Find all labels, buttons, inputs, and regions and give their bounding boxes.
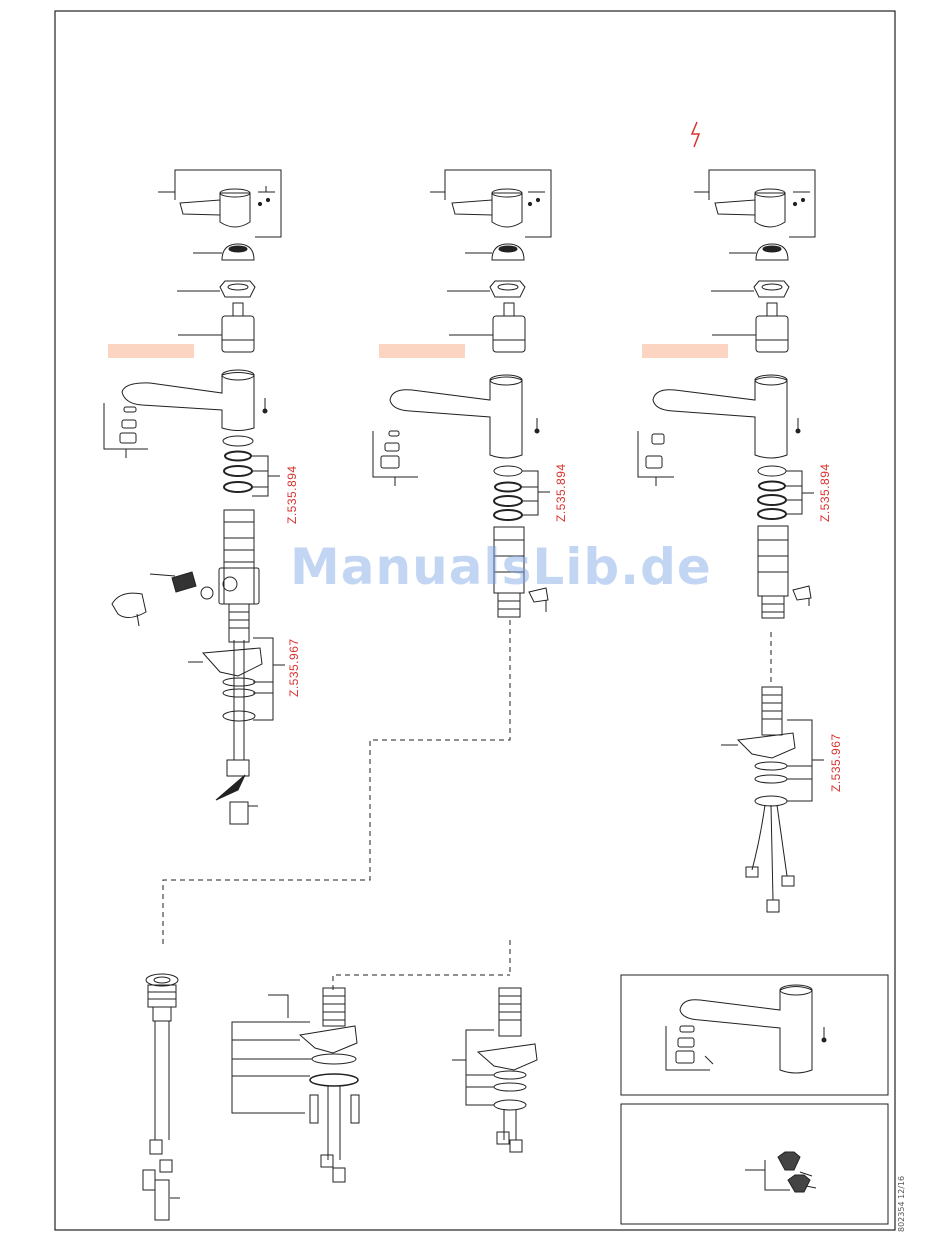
mount-kit-number-left: Z.535.967: [287, 638, 301, 697]
seal-kit-number-middle: Z.535.894: [554, 463, 568, 522]
highlight-bar: [379, 344, 465, 358]
body-stem: [224, 510, 254, 604]
seal-kit-number-left: Z.535.894: [285, 465, 299, 524]
cartridge-nut: [220, 281, 255, 297]
document-number: 802354 12/16: [897, 1176, 906, 1232]
cartridge: [222, 316, 254, 352]
handle-bracket: [175, 170, 281, 237]
side-valve: [172, 572, 196, 592]
page-frame: [55, 11, 895, 1230]
inset-fittings-box: [621, 1104, 888, 1224]
highlight-bar: [642, 344, 728, 358]
dashed-connectors: [163, 620, 510, 990]
mounting-bracket: [203, 648, 262, 676]
highlight-bar: [108, 344, 194, 358]
assembly-left: [104, 170, 285, 824]
inset-spout-box: [621, 975, 888, 1095]
lightning-icon: [692, 122, 699, 147]
mount-kit-number-right: Z.535.967: [829, 733, 843, 792]
seal-kit-number-right: Z.535.894: [818, 463, 832, 522]
valve-knob: [112, 593, 146, 617]
lever-handle: [180, 200, 220, 215]
handle-bracket: [709, 170, 815, 237]
spout-body: [122, 373, 254, 431]
handle-bracket: [445, 170, 551, 237]
assembly-right: [638, 122, 824, 912]
watermark: ManualsLib.de: [290, 538, 712, 596]
bottom-hose-assembly: [143, 974, 180, 1220]
bottom-mount-kit-a: [232, 988, 359, 1182]
bottom-mount-kit-b: [452, 988, 537, 1152]
